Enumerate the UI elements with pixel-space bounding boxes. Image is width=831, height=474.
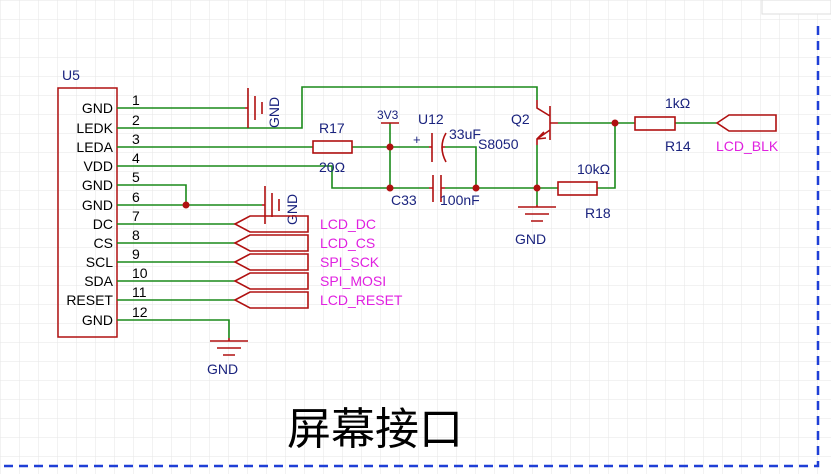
net-label: LCD_CS [320, 235, 375, 251]
pin-name: SCL [86, 254, 113, 270]
net-port-shape[interactable] [233, 234, 309, 252]
wire-ledk-q2 [117, 86, 538, 129]
pin-name: GND [82, 100, 113, 116]
net-label: LCD_DC [320, 216, 376, 232]
capacitor-c33[interactable]: C33 100nF [391, 175, 480, 208]
junction-dot [386, 184, 394, 192]
u12-value: 33uF [449, 126, 481, 142]
r18-value: 10kΩ [577, 161, 610, 177]
resistor-r14[interactable]: 1kΩ R14 [634, 95, 691, 154]
transistor-q2[interactable]: Q2 S8050 [478, 100, 558, 152]
pin-name: LEDK [76, 120, 113, 136]
power-3v3-label: 3V3 [377, 108, 399, 122]
pin-name: SDA [84, 273, 113, 289]
q2-value: S8050 [478, 136, 519, 152]
capacitor-u12[interactable]: U12 + 33uF [413, 111, 481, 163]
bus-net-ports: LCD_DC LCD_CS SPI_SCK SPI_MOSI LCD_RESET [233, 215, 403, 309]
junction-dot [533, 184, 541, 192]
lcd-blk-label: LCD_BLK [716, 138, 779, 154]
wire-vdd-c33 [117, 165, 429, 189]
r14-ref: R14 [665, 138, 691, 154]
pin-name: VDD [83, 158, 113, 174]
wire-pin12-gnd [117, 319, 230, 338]
net-port-shape[interactable] [233, 215, 309, 233]
pin-number: 1 [132, 92, 140, 108]
pin-number: 11 [132, 284, 147, 300]
net-port-shape[interactable] [233, 253, 309, 271]
pin-number: 4 [132, 150, 140, 166]
q2-ref: Q2 [511, 111, 530, 127]
junction-dot [182, 201, 190, 209]
pin-name: GND [82, 312, 113, 328]
net-port-lcd-blk[interactable]: LCD_BLK [715, 114, 779, 154]
pin-name: GND [82, 177, 113, 193]
c33-value: 100nF [440, 192, 480, 208]
u12-polarity: + [413, 132, 421, 147]
net-label: SPI_SCK [320, 254, 380, 270]
junction-dot [611, 119, 619, 127]
gnd-symbol-q2[interactable]: GND [515, 205, 556, 247]
pin-number: 3 [132, 131, 140, 147]
pin-number: 8 [132, 227, 140, 243]
resistor-r17[interactable]: R17 20Ω [312, 120, 353, 175]
junction-dot [386, 143, 394, 151]
pin-number: 2 [132, 112, 140, 128]
pin-name: CS [94, 235, 113, 251]
pin-number: 5 [132, 169, 140, 185]
wire-u12-right [445, 146, 477, 188]
pin-name: RESET [66, 292, 113, 308]
power-3v3[interactable]: 3V3 [377, 108, 399, 124]
wire-r18-up [597, 123, 616, 189]
gnd-symbol-pin1[interactable]: GND [245, 88, 282, 128]
junction-dot [472, 184, 480, 192]
pin-number: 12 [132, 304, 148, 320]
r17-value: 20Ω [319, 159, 345, 175]
gnd-label: GND [266, 97, 282, 128]
r18-ref: R18 [585, 205, 611, 221]
sheet-title: 屏幕接口 [287, 404, 463, 455]
net-port-shape[interactable] [233, 272, 309, 290]
pin-number: 10 [132, 265, 148, 281]
gnd-symbol-pin12[interactable]: GND [207, 338, 248, 377]
pin-name: GND [82, 197, 113, 213]
sheet-border [0, 26, 820, 468]
gnd-label: GND [515, 231, 546, 247]
junctions [182, 119, 619, 209]
r17-ref: R17 [319, 120, 345, 136]
pin-number: 9 [132, 246, 140, 262]
connector-ref: U5 [62, 67, 80, 83]
net-port-shape[interactable] [233, 291, 309, 309]
gnd-symbol-pin6[interactable]: GND [262, 186, 300, 225]
pin-number: 7 [132, 208, 140, 224]
pin-number: 6 [132, 189, 140, 205]
c33-ref: C33 [391, 192, 417, 208]
corner-panel [761, 0, 831, 15]
resistor-r18[interactable]: 10kΩ R18 [557, 161, 611, 221]
connector-body [57, 87, 118, 338]
wire-pin5 [117, 184, 187, 205]
u12-ref: U12 [418, 111, 444, 127]
pin-name: DC [93, 216, 113, 232]
r14-value: 1kΩ [665, 95, 690, 111]
net-label: LCD_RESET [320, 292, 403, 308]
gnd-label: GND [207, 361, 238, 377]
gnd-label: GND [284, 194, 300, 225]
net-label: SPI_MOSI [320, 273, 386, 289]
pin-name: LEDA [76, 139, 113, 155]
